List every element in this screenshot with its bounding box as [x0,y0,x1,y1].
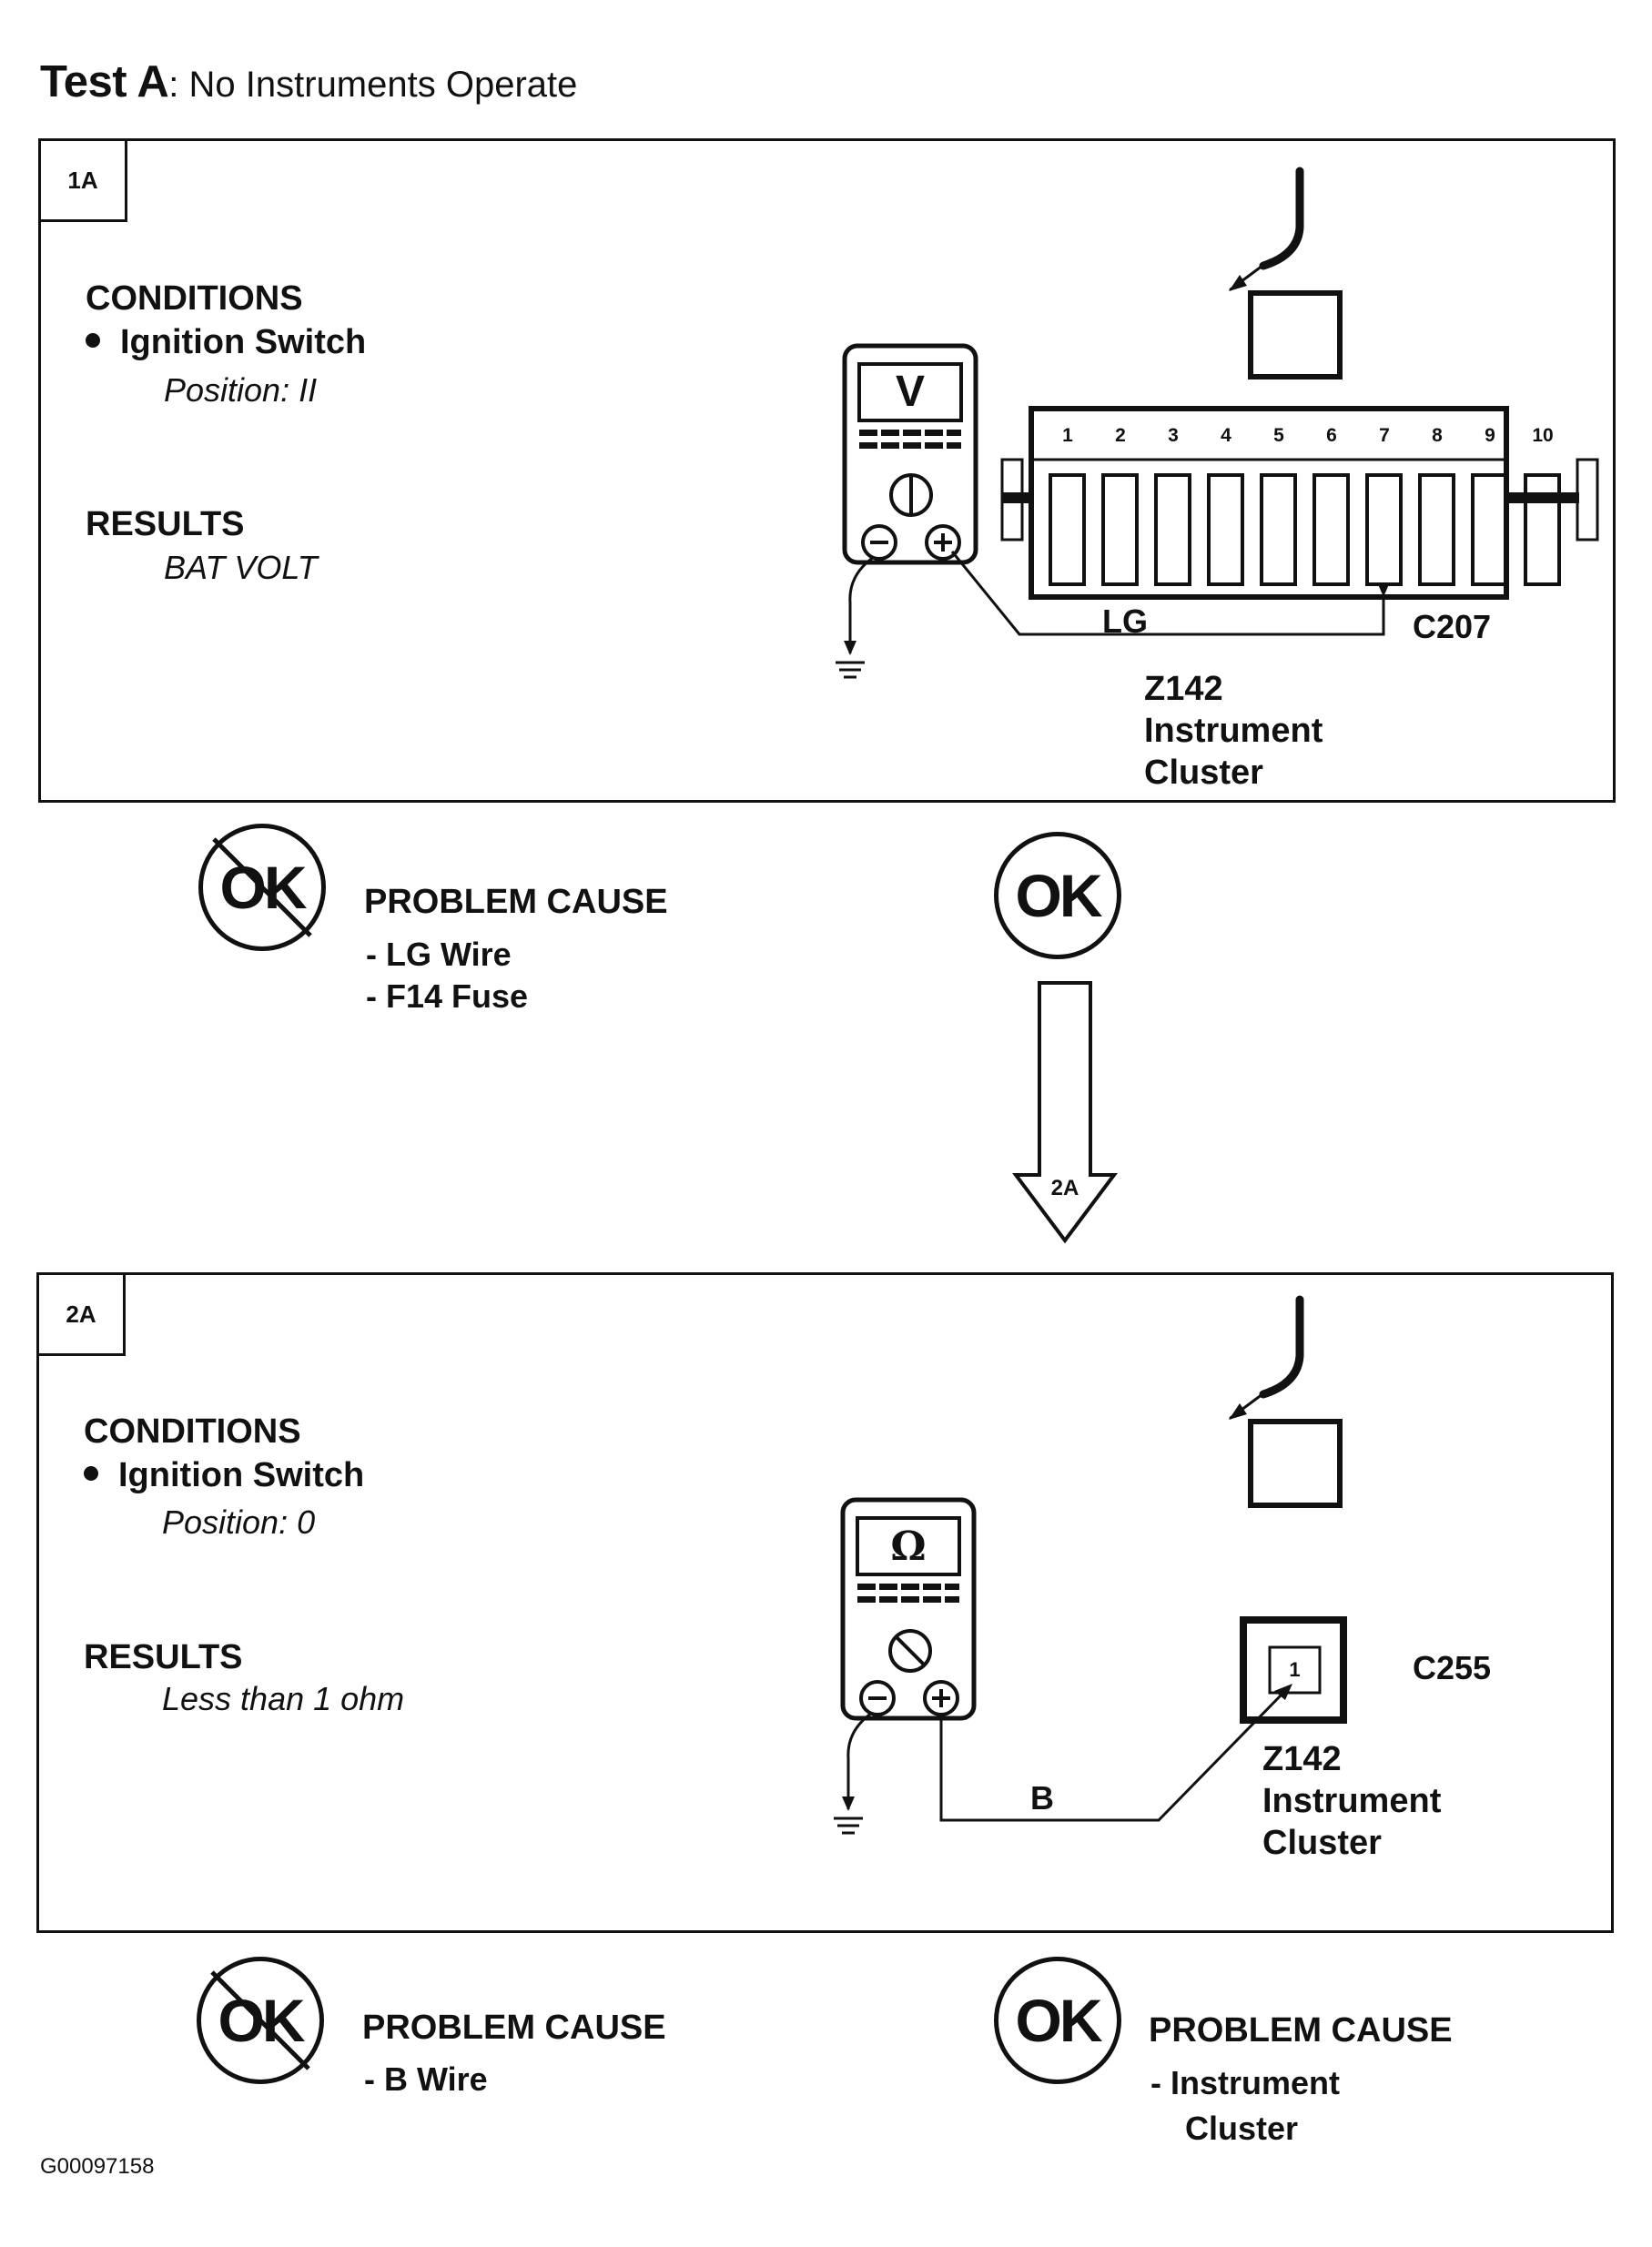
step-1a-diagram [836,167,1599,679]
component-id: Z142 [1144,670,1223,708]
ground-symbol-icon [834,1711,873,1835]
pin-number: 5 [1273,425,1284,446]
voltmeter-icon [842,343,978,565]
not-ok-circle-icon: OK [198,824,326,951]
pin-number: 8 [1432,425,1443,446]
meter-display-1a: V [895,367,925,416]
pin-number: 9 [1485,425,1495,446]
wire-harness-icon [1229,167,1304,291]
pin-number: 1 [1289,1658,1301,1681]
ground-symbol-icon [836,555,875,679]
ok-circle-icon: OK [994,1957,1121,2084]
lg-wire [950,551,1385,636]
b-wire [939,1693,1283,1822]
step-2a-tag: 2A [36,1272,126,1356]
pin-number: 2 [1115,425,1126,446]
test-name: Test A [40,57,169,106]
step-2a-diagram [834,1295,1347,1835]
step-2a-condition-text: Ignition Switch [118,1456,365,1494]
fuse-box-icon [1248,290,1343,380]
component-name: Cluster [1144,754,1263,792]
pin-number: 10 [1532,425,1554,446]
meter-display-2a: Ω [890,1523,927,1570]
pin-number: 4 [1221,425,1231,446]
step-2a-result-value: Less than 1 ohm [162,1680,405,1717]
connector-c255 [1240,1616,1347,1724]
figure-code: G00097158 [40,2154,155,2179]
component-name: Cluster [1262,1824,1382,1862]
step-2a-conditions-heading: CONDITIONS [84,1412,301,1451]
connector-label-c207: C207 [1413,608,1492,645]
problem-cause-item: - F14 Fuse [366,977,529,1015]
step-2a-results-heading: RESULTS [84,1638,243,1676]
problem-cause-item: - B Wire [364,2060,488,2098]
next-step-label: 2A [1050,1176,1079,1200]
wire-harness-icon [1229,1295,1304,1420]
problem-cause-heading: PROBLEM CAUSE [1149,2011,1453,2050]
component-id: Z142 [1262,1740,1342,1778]
connector-label-c255: C255 [1413,1649,1492,1686]
wire-label-b: B [1030,1779,1054,1817]
test-description: : No Instruments Operate [168,65,578,105]
problem-cause-item: - LG Wire [366,936,512,973]
step-1a-condition-text: Ignition Switch [120,323,367,361]
pin-number: 3 [1168,425,1179,446]
connector-pin-cavities [1049,473,1561,586]
not-ok-circle-icon: OK [197,1957,324,2084]
step-1a-condition-detail: Position: II [164,371,318,409]
step-2a-condition-detail: Position: 0 [162,1503,316,1541]
pin-number: 7 [1379,425,1390,446]
ohmmeter-icon [840,1497,977,1721]
bullet-icon [84,1465,98,1481]
step-2a-panel: 2A [36,1272,1614,1933]
problem-cause-heading: PROBLEM CAUSE [362,2009,666,2047]
step-1a-conditions-heading: CONDITIONS [86,279,303,318]
pin-number: 6 [1326,425,1337,446]
problem-cause-item: - Instrument [1150,2064,1341,2101]
step-1a-results-heading: RESULTS [86,505,245,543]
step-1a-result-value: BAT VOLT [164,549,318,586]
step-1a-panel: 1A [38,138,1616,803]
connector-c207 [1000,406,1599,600]
component-name: Instrument [1262,1782,1442,1820]
fuse-box-icon [1248,1419,1343,1508]
ok-text: OK [1015,862,1103,929]
page-title: Test A: No Instruments Operate [40,56,577,107]
bullet-icon [86,332,100,348]
wire-label-lg: LG [1102,602,1148,640]
step-1a-condition-item: Ignition Switch [86,323,366,362]
component-name: Instrument [1144,712,1323,750]
problem-cause-item: Cluster [1185,2110,1299,2147]
component-label-1a: Z142 Instrument Cluster [1144,668,1323,794]
ok-text: OK [1015,1987,1103,2054]
down-arrow-icon [1012,981,1118,1244]
pin-number: 1 [1062,425,1073,446]
problem-cause-heading: PROBLEM CAUSE [364,883,668,921]
ok-circle-icon: OK [994,832,1121,959]
step-1a-tag: 1A [38,138,127,222]
component-label-2a: Z142 Instrument Cluster [1262,1738,1441,1864]
step-2a-condition-item: Ignition Switch [84,1456,364,1495]
